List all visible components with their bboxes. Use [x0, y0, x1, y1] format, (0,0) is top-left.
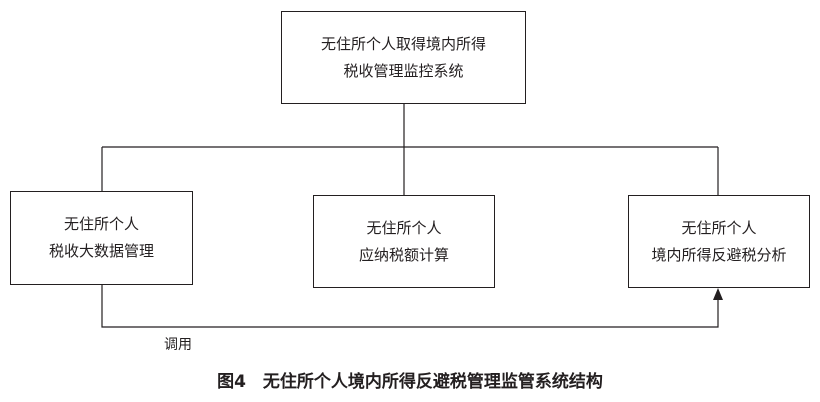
- top-box-line2: 税收管理监控系统: [343, 61, 464, 80]
- middle-box-line1: 无住所个人: [366, 218, 442, 237]
- big-data-management-box: 无住所个人 税收大数据管理: [10, 191, 193, 285]
- middle-box-line2: 应纳税额计算: [358, 245, 449, 264]
- top-box-line1: 无住所个人取得境内所得: [320, 34, 486, 53]
- right-box-line2: 境内所得反避税分析: [651, 245, 787, 264]
- management-monitoring-system-box: 无住所个人取得境内所得 税收管理监控系统: [281, 11, 526, 104]
- call-arrowhead: [713, 288, 723, 300]
- left-box-line2: 税收大数据管理: [48, 242, 154, 260]
- call-path: [101, 285, 719, 328]
- left-box-line1: 无住所个人: [63, 215, 139, 233]
- figure-caption: 图4 无住所个人境内所得反避税管理监管系统结构: [217, 372, 603, 392]
- call-label: 调用: [164, 337, 192, 353]
- tax-calculation-box: 无住所个人 应纳税额计算: [313, 195, 495, 288]
- right-box-line1: 无住所个人: [681, 218, 757, 237]
- anti-avoidance-analysis-box: 无住所个人 境内所得反避税分析: [628, 195, 810, 288]
